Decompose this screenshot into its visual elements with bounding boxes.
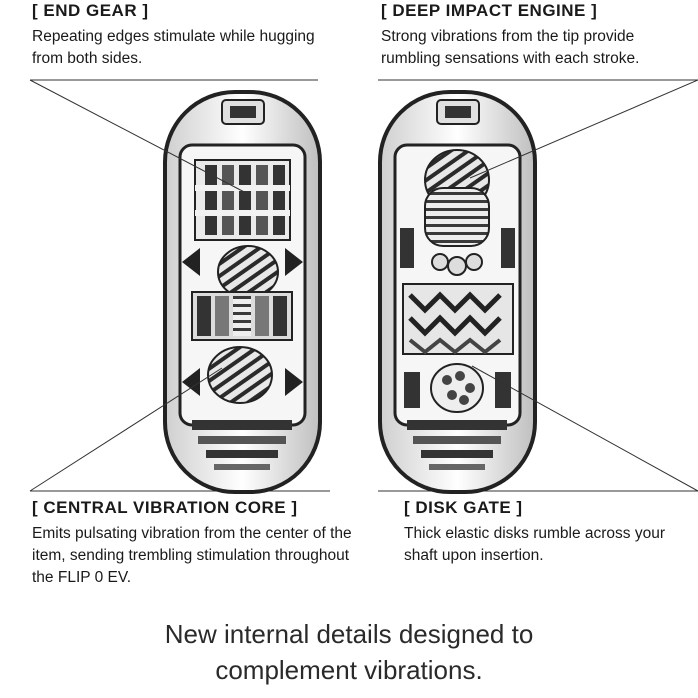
tagline-line-2: complement vibrations. [215, 655, 483, 685]
left-bottom-ribs [192, 420, 292, 470]
callout-disk-gate: [ DISK GATE ] Thick elastic disks rumble… [404, 497, 684, 567]
end-gear-title: [ END GEAR ] [32, 1, 149, 20]
tagline: New internal details designed to complem… [0, 616, 698, 688]
left-end-gear [194, 159, 291, 241]
deep-impact-engine-title: [ DEEP IMPACT ENGINE ] [381, 1, 598, 20]
leader-disk [471, 365, 698, 492]
left-cap-slot [230, 106, 256, 118]
central-vibration-core-description: Emits pulsating vibration from the cente… [32, 525, 352, 586]
disk-gate-description: Thick elastic disks rumble across your s… [404, 525, 665, 564]
callout-deep-impact-engine: [ DEEP IMPACT ENGINE ] Strong vibrations… [381, 0, 691, 70]
leader-deep-impact [469, 79, 698, 179]
left-sleeve [163, 90, 322, 494]
central-vibration-core-title: [ CENTRAL VIBRATION CORE ] [32, 498, 298, 517]
right-zigzag-channel [402, 283, 514, 355]
disk-gate-title: [ DISK GATE ] [404, 498, 523, 517]
callout-central-vibration-core: [ CENTRAL VIBRATION CORE ] Emits pulsati… [32, 497, 352, 589]
right-cap-slot [445, 106, 471, 118]
right-deep-impact-engine [424, 149, 490, 276]
left-central-core [191, 291, 293, 341]
right-disk-gate [404, 363, 511, 413]
tagline-line-1: New internal details designed to [164, 619, 534, 649]
deep-impact-engine-description: Strong vibrations from the tip provide r… [381, 28, 640, 67]
right-sleeve [378, 90, 537, 494]
right-bottom-ribs [407, 420, 507, 470]
end-gear-description: Repeating edges stimulate while hugging … [32, 28, 315, 67]
leader-core [29, 367, 223, 492]
leader-end-gear [29, 79, 251, 196]
callout-end-gear: [ END GEAR ] Repeating edges stimulate w… [32, 0, 332, 70]
left-swirl-lower [207, 346, 273, 404]
left-swirl-upper [217, 245, 279, 299]
